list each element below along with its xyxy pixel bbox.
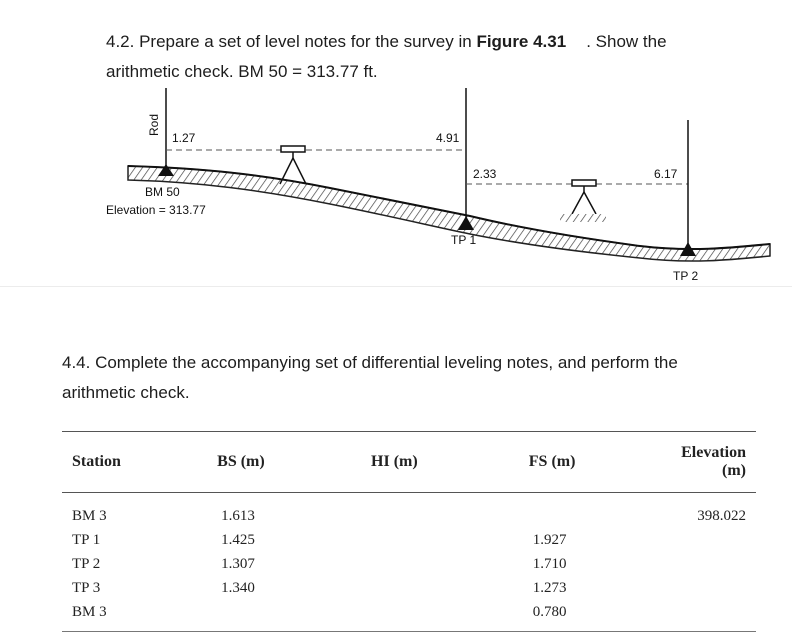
header-station: Station: [62, 431, 208, 493]
problem-4-4-line-1: 4.4. Complete the accompanying set of di…: [62, 353, 678, 372]
cell-fs: 1.273: [532, 579, 567, 596]
cell-bs: [207, 600, 362, 632]
table-row: TP 3 1.340 1.273: [62, 576, 756, 600]
cell-bs: 1.425: [221, 531, 255, 548]
problem-4-2-text-end: . Show the: [586, 32, 667, 51]
reading-bm50: 1.27: [172, 131, 196, 145]
cell-station: BM 3: [72, 507, 107, 524]
reading-tp1-foresight: 2.33: [473, 167, 497, 181]
header-bs: BS (m): [207, 431, 362, 493]
cell-elevation: [663, 576, 756, 600]
cell-fs: 1.927: [532, 531, 567, 548]
table-row: TP 2 1.307 1.710: [62, 552, 756, 576]
tp1-label: TP 1: [451, 233, 476, 247]
section-divider: [0, 286, 792, 287]
cell-elevation: 398.022: [697, 507, 746, 524]
problem-4-4-line-2: arithmetic check.: [62, 383, 190, 402]
problem-4-2-text: 4.2. Prepare a set of level notes for th…: [106, 32, 477, 51]
rod-label: Rod: [147, 114, 161, 136]
cell-hi: [361, 576, 519, 600]
cell-station: TP 1: [72, 531, 101, 548]
cell-station: BM 3: [62, 600, 208, 632]
cell-station: TP 2: [72, 555, 101, 572]
cell-elevation: [663, 528, 756, 552]
bm50-label: BM 50: [145, 185, 180, 199]
cell-fs: 1.710: [532, 555, 567, 572]
cell-elevation: [663, 552, 756, 576]
cell-bs: 1.613: [221, 507, 255, 524]
level-instrument-2: [560, 179, 606, 222]
problem-4-2: 4.2. Prepare a set of level notes for th…: [106, 27, 766, 87]
problem-4-4: 4.4. Complete the accompanying set of di…: [62, 348, 762, 408]
cell-hi: [361, 600, 519, 632]
cell-hi: [361, 528, 519, 552]
table-header-row: Station BS (m) HI (m) FS (m) Elevation (…: [62, 431, 756, 493]
problem-4-2-line-1: 4.2. Prepare a set of level notes for th…: [106, 27, 766, 57]
table-row: BM 3 1.613 398.022: [62, 493, 756, 529]
bm50-marker: [158, 164, 174, 176]
cell-hi: [361, 552, 519, 576]
cell-fs: 0.780: [518, 600, 664, 632]
tp1-marker: [458, 216, 474, 230]
cell-station: TP 3: [72, 579, 101, 596]
bm50-elevation: Elevation = 313.77: [106, 203, 206, 217]
problem-4-2-line-2: arithmetic check. BM 50 = 313.77 ft.: [106, 62, 378, 81]
figure-reference: Figure 4.31: [476, 32, 567, 51]
reading-tp2: 6.17: [654, 167, 678, 181]
reading-tp1-backsight: 4.91: [436, 131, 460, 145]
level-survey-figure: Rod 1.27 4.91 2.33 TP 1 6.17 TP 2 BM 50 …: [106, 88, 771, 283]
header-hi: HI (m): [361, 431, 519, 493]
header-elevation: Elevation (m): [663, 431, 756, 493]
cell-hi: [361, 493, 519, 529]
ground-line: [127, 165, 771, 251]
cell-bs: 1.307: [221, 555, 255, 572]
cell-fs: [519, 493, 663, 529]
tp2-marker: [680, 242, 696, 256]
header-fs: FS (m): [518, 431, 664, 493]
leveling-notes-table: Station BS (m) HI (m) FS (m) Elevation (…: [62, 431, 756, 632]
table-row: TP 1 1.425 1.927: [62, 528, 756, 552]
level-instrument-1: [279, 145, 307, 185]
cell-bs: 1.340: [221, 579, 255, 596]
tp2-label: TP 2: [673, 269, 698, 283]
cell-elevation: [663, 600, 756, 632]
table-row: BM 3 0.780: [62, 600, 756, 632]
